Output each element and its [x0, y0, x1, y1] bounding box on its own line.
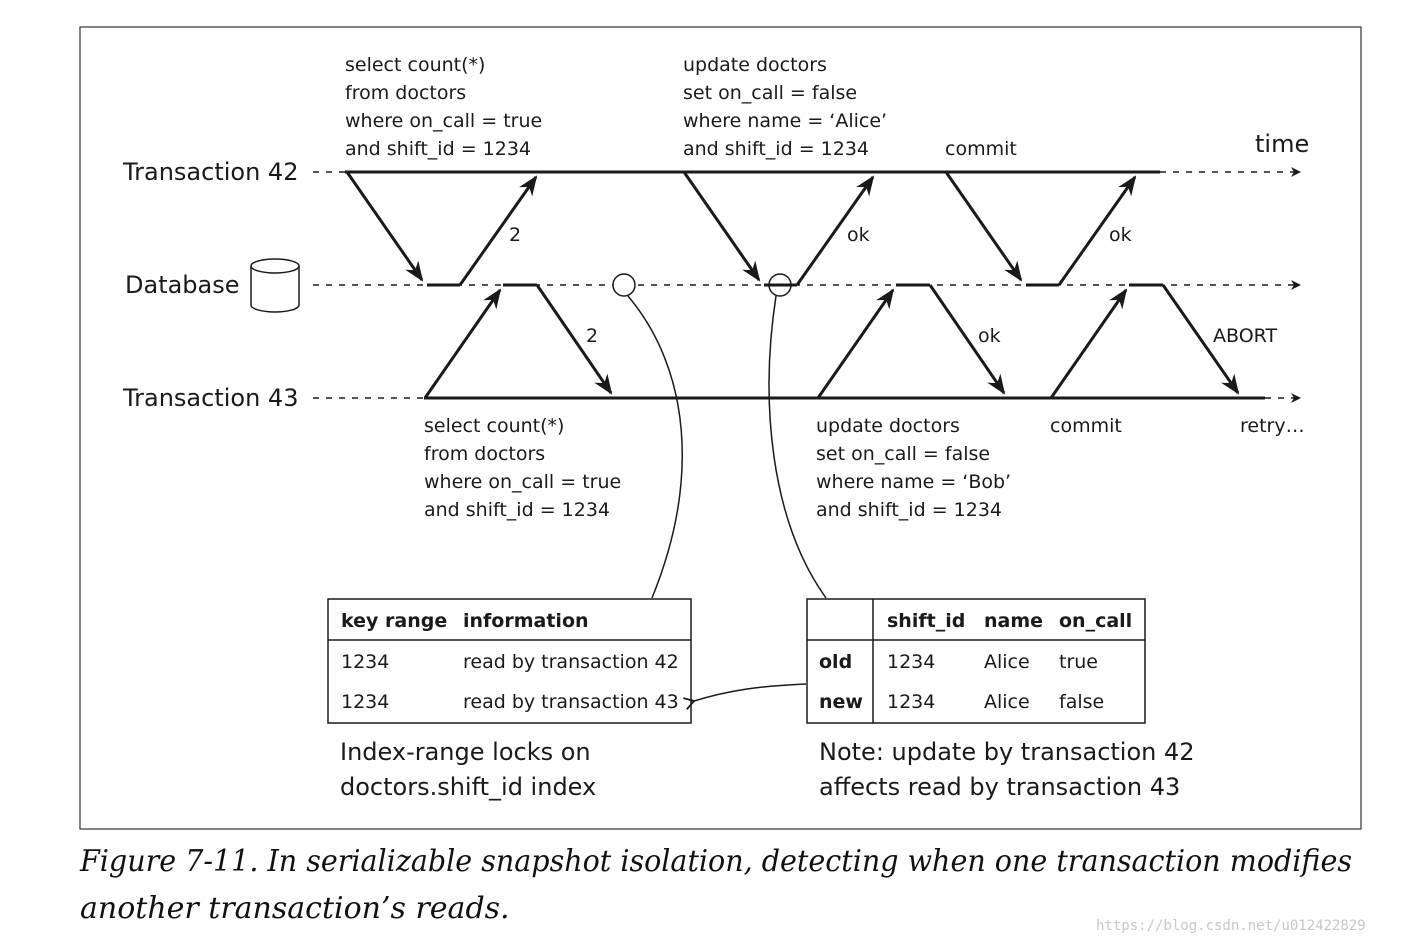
notify-arrow [683, 683, 807, 710]
doctor-table-cell: 1234 [887, 691, 935, 713]
lock-marker-circle [612, 273, 636, 297]
doctor-table-cell: true [1059, 651, 1098, 673]
lock-table-cell: 1234 [341, 691, 389, 713]
query-line: set on_call = false [683, 82, 857, 104]
doctor-table-cell: Alice [984, 651, 1030, 673]
lock-table-cell: read by transaction 42 [463, 651, 679, 673]
figure-frame [79, 26, 1362, 830]
lock-table-cell: 1234 [341, 651, 389, 673]
t43-update-roundtrip [816, 283, 1006, 399]
doctor-table-header: name [984, 610, 1043, 632]
lane-label-t42: Transaction 42 [122, 158, 298, 186]
doctor-table-cell: 1234 [887, 651, 935, 673]
query-line: update doctors [816, 415, 960, 437]
lock-table-header: information [463, 610, 589, 632]
t42-select-query: select count(*) from doctors where on_ca… [345, 54, 542, 160]
t42-commit-label: commit [945, 138, 1017, 160]
query-line: from doctors [345, 82, 466, 104]
figure-caption: Figure 7-11. In serializable snapshot is… [79, 844, 1352, 879]
t42-update-roundtrip [682, 171, 875, 287]
t43-count-response: 2 [586, 325, 598, 347]
query-line: select count(*) [345, 54, 485, 76]
doctor-table-header: on_call [1059, 610, 1132, 632]
database-icon [250, 258, 300, 313]
query-line: where on_call = true [345, 110, 542, 132]
t43-retry-label: retry… [1240, 415, 1305, 437]
t43-select-query: select count(*) from doctors where on_ca… [424, 415, 621, 521]
lock-table-caption: doctors.shift_id index [340, 773, 596, 801]
query-line: and shift_id = 1234 [345, 138, 531, 160]
lock-table-header: key range [341, 610, 447, 632]
lock-table-cell: read by transaction 43 [463, 691, 679, 713]
time-label: time [1255, 130, 1309, 158]
t42-update-ok: ok [847, 224, 870, 246]
t42-commit-roundtrip [944, 171, 1137, 287]
leader-to-lock-table [627, 295, 683, 599]
t43-update-query: update doctors set on_call = false where… [816, 415, 1011, 521]
doctor-table-caption: Note: update by transaction 42 [819, 738, 1195, 766]
lane-label-db: Database [125, 271, 240, 299]
doctor-table-header: shift_id [887, 610, 965, 632]
t43-commit-roundtrip [1049, 283, 1240, 399]
t43-abort: ABORT [1213, 325, 1277, 347]
t43-select-roundtrip [423, 283, 613, 399]
query-line: where name = ‘Alice’ [683, 110, 887, 132]
t43-commit-label: commit [1050, 415, 1122, 437]
doctor-table-caption: affects read by transaction 43 [819, 773, 1180, 801]
t42-commit-ok: ok [1109, 224, 1132, 246]
figure-caption: another transaction’s reads. [80, 891, 510, 926]
doctor-table-cell: false [1059, 691, 1104, 713]
t42-update-query: update doctors set on_call = false where… [683, 54, 887, 160]
query-line: set on_call = false [816, 443, 990, 465]
lock-table: key range information 1234 read by trans… [327, 598, 692, 724]
query-line: from doctors [424, 443, 545, 465]
query-line: and shift_id = 1234 [424, 499, 610, 521]
t42-count-response: 2 [509, 224, 521, 246]
write-marker-circle [768, 273, 792, 297]
query-line: select count(*) [424, 415, 564, 437]
doctor-table-row-label: old [819, 651, 852, 673]
lane-label-t43: Transaction 43 [122, 384, 298, 412]
query-line: where on_call = true [424, 471, 621, 493]
lock-table-caption: Index-range locks on [340, 738, 591, 766]
leader-to-doctor-table [768, 295, 827, 599]
doctor-table: shift_id name on_call old 1234 Alice tru… [806, 598, 1146, 724]
watermark: https://blog.csdn.net/u012422829 [1096, 918, 1366, 934]
doctor-table-row-label: new [819, 691, 863, 713]
t42-select-roundtrip [345, 171, 538, 287]
query-line: update doctors [683, 54, 827, 76]
query-line: and shift_id = 1234 [816, 499, 1002, 521]
query-line: and shift_id = 1234 [683, 138, 869, 160]
query-line: where name = ‘Bob’ [816, 471, 1011, 493]
doctor-table-cell: Alice [984, 691, 1030, 713]
t43-update-ok: ok [978, 325, 1001, 347]
